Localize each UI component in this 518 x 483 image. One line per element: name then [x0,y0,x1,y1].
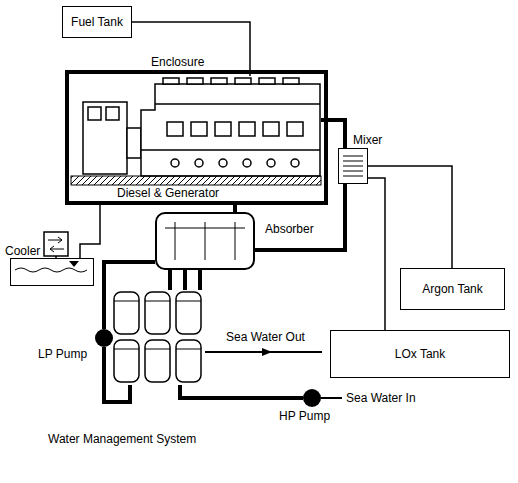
tank-box: Argon Tank [400,268,505,310]
line-connector [80,201,100,258]
node-label: Argon Tank [422,282,483,296]
node-label: Fuel Tank [71,15,123,29]
node-label: LOx Tank [395,347,445,361]
node-label: Enclosure [151,55,204,69]
absorber-vessel: Absorber [155,212,255,270]
node-label: HP Pump [279,409,330,423]
sea-water-in-pipe [321,397,342,399]
node-label: Cooler [5,244,40,258]
mixer-box: Mixer [338,148,368,184]
line-connector [368,166,452,268]
cooler-tank: Cooler [10,258,94,286]
heat-exchanger [44,232,68,258]
flow-arrow [262,348,272,356]
pipe-connector [255,184,345,250]
pipe-connector [183,270,187,290]
node-label: Water Management System [48,432,196,446]
water-management-unit: Water Management System [110,290,205,385]
pump-symbol: LP Pump [95,329,113,347]
water-pipe [170,270,200,290]
line-connector [368,178,385,330]
line-connector [132,22,250,76]
node-label: Mixer [353,133,382,147]
engine-generator: Diesel & Generator [71,76,321,201]
wms-drawing [110,290,205,385]
flow-label: Sea Water In [345,391,417,405]
node-label: Absorber [265,222,314,236]
pipe-connector [180,385,303,398]
mixer-drawing [339,149,367,183]
pump-symbol: HP Pump [303,389,321,407]
absorber-drawing [157,214,253,268]
tank-box: Fuel Tank [62,6,132,38]
tank-box: LOx Tank [330,330,510,378]
engine-drawing [71,76,321,201]
cooler-drawing [11,259,93,285]
node-label: Diesel & Generator [117,186,219,200]
flow-label: Sea Water Out [225,330,306,344]
enclosure-box: EnclosureDiesel & Generator [65,70,328,205]
node-label: LP Pump [38,347,87,361]
